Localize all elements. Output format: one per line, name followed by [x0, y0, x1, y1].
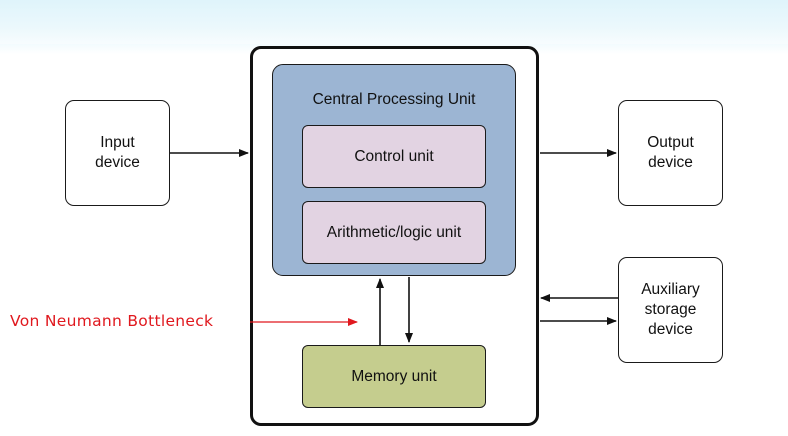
cpu-title: Central Processing Unit [312, 91, 476, 108]
alu-label: Arithmetic/logic unit [326, 223, 462, 241]
control-unit-box: Control unit [302, 125, 486, 188]
control-unit-label: Control unit [354, 147, 434, 165]
alu-box: Arithmetic/logic unit [302, 201, 486, 264]
input-device-box: Input device [65, 100, 170, 206]
memory-unit-box: Memory unit [302, 345, 486, 408]
output-device-label-line1: Output [647, 134, 694, 151]
input-device-label-line1: Input [100, 134, 135, 151]
auxiliary-storage-box: Auxiliary storage device [618, 257, 723, 363]
auxiliary-storage-label-line3: device [648, 321, 693, 338]
auxiliary-storage-label-line2: storage [644, 301, 697, 318]
memory-unit-label: Memory unit [351, 367, 437, 385]
output-device-label-line2: device [648, 154, 693, 171]
output-device-box: Output device [618, 100, 723, 206]
input-device-label-line2: device [95, 154, 140, 171]
bottleneck-annotation: Von Neumann Bottleneck [10, 312, 214, 330]
auxiliary-storage-label-line1: Auxiliary [641, 281, 700, 298]
